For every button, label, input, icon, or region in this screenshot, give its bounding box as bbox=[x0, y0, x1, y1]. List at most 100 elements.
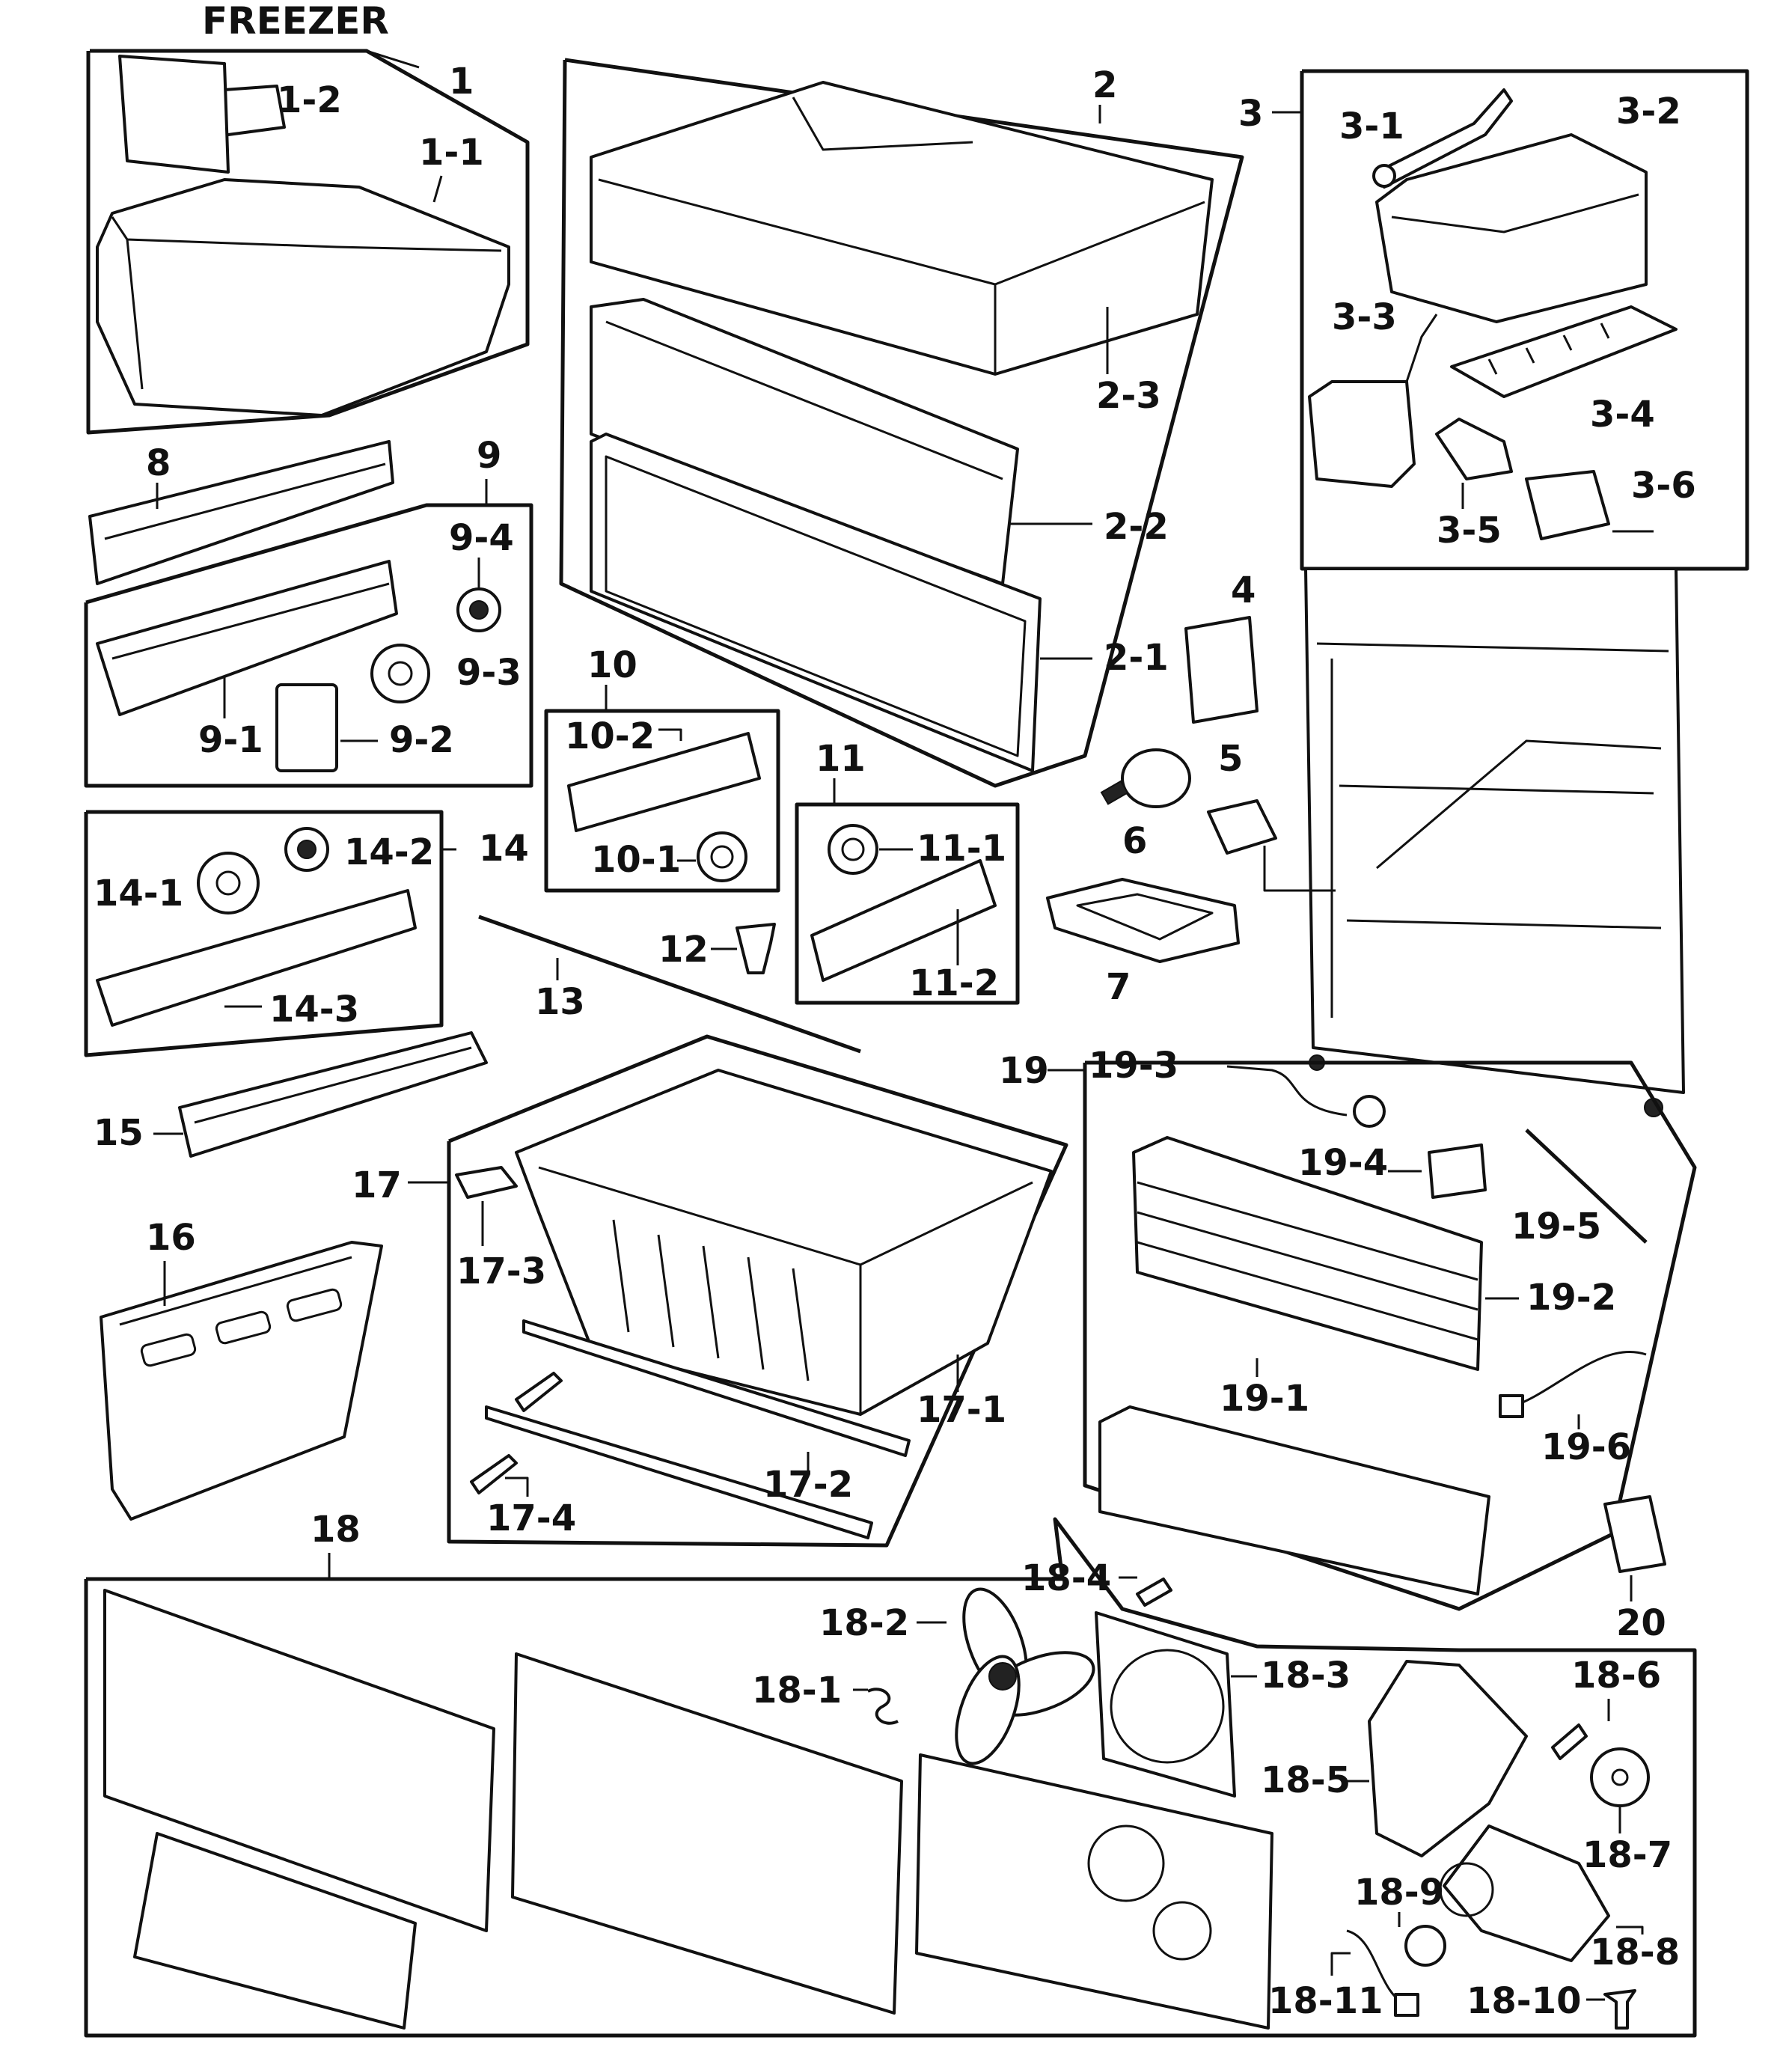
ice-maker-block bbox=[1525, 470, 1610, 540]
rear-panel-left bbox=[103, 1589, 495, 1932]
label-16: 16 bbox=[146, 1217, 196, 1259]
label-19-5: 19-5 bbox=[1511, 1206, 1601, 1248]
label-18-11: 18-11 bbox=[1268, 1980, 1383, 2022]
connector-19-6 bbox=[1499, 1394, 1524, 1418]
part-13: 13 bbox=[478, 914, 861, 1054]
label-18-8: 18-8 bbox=[1590, 1932, 1680, 1973]
label-2: 2 bbox=[1092, 64, 1117, 106]
label-10: 10 bbox=[587, 644, 637, 686]
rail-11 bbox=[810, 859, 997, 982]
label-9-1: 9-1 bbox=[198, 719, 263, 761]
label-3-6: 3-6 bbox=[1631, 465, 1696, 507]
basket-rail-upper bbox=[522, 1319, 911, 1457]
label-15: 15 bbox=[94, 1112, 144, 1154]
label-10-1: 10-1 bbox=[591, 839, 681, 881]
ice-maker-sensor bbox=[1435, 418, 1513, 480]
stopper-17-3 bbox=[455, 1166, 518, 1199]
upper-drawer-basket bbox=[590, 81, 1214, 376]
label-18-1: 18-1 bbox=[752, 1670, 842, 1711]
label-3-4: 3-4 bbox=[1590, 394, 1655, 436]
rear-panel-center bbox=[511, 1652, 903, 2015]
label-10-2: 10-2 bbox=[565, 715, 655, 757]
label-12: 12 bbox=[658, 929, 709, 971]
fan-shroud bbox=[1095, 1611, 1236, 1798]
part-5: 5 bbox=[1207, 738, 1336, 892]
part-8: 8 bbox=[88, 440, 394, 585]
label-18-10: 18-10 bbox=[1467, 1980, 1582, 2022]
part-7: 7 bbox=[1046, 878, 1240, 1008]
label-2-1: 2-1 bbox=[1104, 637, 1169, 679]
screw-18-4 bbox=[1136, 1578, 1172, 1607]
ice-bucket bbox=[96, 178, 510, 417]
rail-upper bbox=[88, 440, 394, 585]
heater-rod-19-5 bbox=[1525, 1129, 1648, 1244]
connector-18-11 bbox=[1394, 1993, 1419, 2017]
part-group-1: 1 1-2 1-1 bbox=[86, 49, 530, 435]
label-14: 14 bbox=[479, 828, 529, 870]
ice-tray bbox=[1450, 305, 1678, 398]
part-15: 15 bbox=[94, 1031, 488, 1158]
label-2-3: 2-3 bbox=[1096, 375, 1161, 417]
part-group-14: 14 14-1 14-2 14-3 bbox=[84, 810, 529, 1057]
rail-10 bbox=[567, 732, 761, 832]
part-group-17: 17 17-1 17-2 17-3 17-4 bbox=[352, 1034, 1068, 1548]
part-16: 16 bbox=[100, 1217, 383, 1521]
part-12: 12 bbox=[658, 923, 776, 974]
label-19-3: 19-3 bbox=[1089, 1045, 1178, 1087]
fuse-19-4 bbox=[1428, 1143, 1487, 1199]
part-20: 20 bbox=[1603, 1495, 1666, 1644]
cover-plate bbox=[275, 683, 338, 772]
label-11: 11 bbox=[816, 738, 866, 780]
label-18-7: 18-7 bbox=[1582, 1834, 1672, 1876]
label-3-3: 3-3 bbox=[1332, 296, 1397, 338]
screw-17-4a bbox=[515, 1372, 563, 1412]
label-17-1: 17-1 bbox=[917, 1389, 1006, 1431]
part-4: 4 bbox=[1184, 569, 1259, 724]
label-3-1: 3-1 bbox=[1339, 106, 1404, 147]
evaporator bbox=[1132, 1136, 1483, 1371]
label-14-1: 14-1 bbox=[94, 873, 183, 914]
label-17: 17 bbox=[352, 1164, 402, 1206]
lamp-cover-tray bbox=[1046, 878, 1240, 963]
part-6: 6 bbox=[1100, 748, 1191, 862]
label-18: 18 bbox=[311, 1509, 361, 1551]
rail-assembly bbox=[96, 560, 398, 716]
label-1-2: 1-2 bbox=[277, 79, 342, 121]
drawer-front-frame bbox=[590, 298, 1019, 585]
label-19-6: 19-6 bbox=[1541, 1426, 1631, 1468]
label-17-2: 17-2 bbox=[763, 1464, 853, 1506]
screw-18-10 bbox=[1603, 1989, 1636, 2030]
control-cover bbox=[1184, 616, 1259, 724]
part-group-9: 9 9-1 9-2 9-3 9-4 bbox=[84, 435, 533, 788]
guide-15 bbox=[178, 1031, 488, 1158]
label-5: 5 bbox=[1218, 738, 1243, 780]
label-19-4: 19-4 bbox=[1298, 1142, 1388, 1184]
label-13: 13 bbox=[535, 981, 585, 1023]
roller-10-1 bbox=[697, 831, 747, 882]
label-17-3: 17-3 bbox=[456, 1250, 546, 1292]
label-1-1: 1-1 bbox=[419, 132, 484, 174]
label-9: 9 bbox=[477, 435, 501, 477]
duct-cover bbox=[915, 1753, 1273, 2030]
label-11-1: 11-1 bbox=[917, 828, 1006, 870]
ice-maker-motor bbox=[1308, 380, 1416, 488]
label-18-6: 18-6 bbox=[1571, 1655, 1661, 1697]
label-9-3: 9-3 bbox=[456, 652, 522, 694]
label-19-1: 19-1 bbox=[1220, 1378, 1309, 1420]
label-18-3: 18-3 bbox=[1261, 1655, 1351, 1697]
motor-mount-18-9 bbox=[1404, 1925, 1446, 1967]
panel-16 bbox=[100, 1241, 383, 1521]
label-6: 6 bbox=[1122, 820, 1147, 862]
clip-20 bbox=[1603, 1495, 1666, 1573]
label-14-2: 14-2 bbox=[344, 831, 434, 873]
label-3-5: 3-5 bbox=[1437, 510, 1502, 552]
label-7: 7 bbox=[1106, 966, 1131, 1008]
label-4: 4 bbox=[1231, 569, 1256, 611]
part-group-2: 2 2-3 2-2 2-1 bbox=[559, 58, 1244, 788]
sensor-19-3 bbox=[1353, 1095, 1386, 1128]
fan-motor bbox=[1443, 1824, 1610, 1962]
label-17-4: 17-4 bbox=[486, 1497, 576, 1539]
fan-blade bbox=[955, 1587, 1095, 1765]
part-group-19: 19 19-1 19-2 19-3 19-4 19-5 19-6 bbox=[999, 1045, 1697, 1611]
